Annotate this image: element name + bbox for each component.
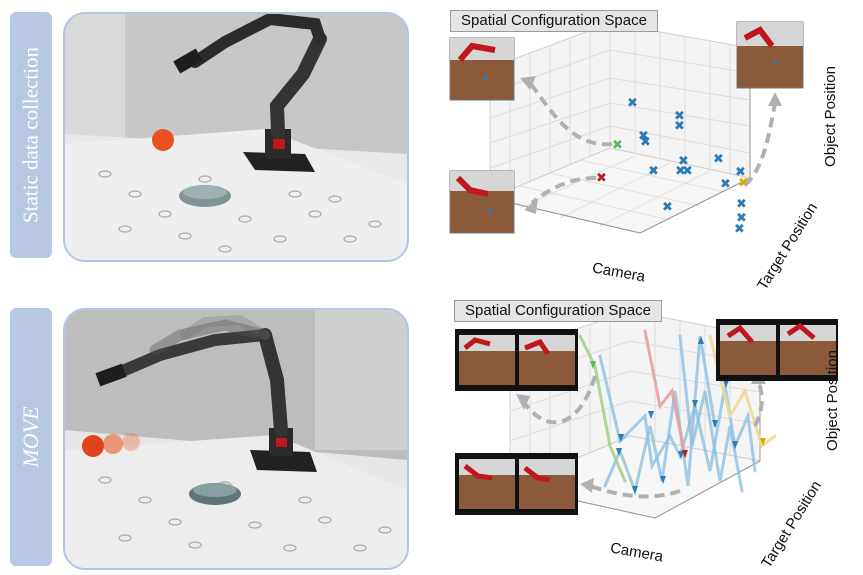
- marker: ✖: [612, 138, 623, 153]
- marker: ✖: [627, 96, 638, 111]
- marker: ✖: [734, 222, 745, 237]
- marker: ✖: [662, 200, 673, 215]
- row-label-static-text: Static data collection: [19, 47, 44, 223]
- marker: ✖: [720, 177, 731, 192]
- marker: ✖: [640, 135, 651, 150]
- static-axis-object: Object Position: [822, 66, 839, 167]
- move-film-left-bottom: [455, 453, 578, 515]
- static-robot-photo: [63, 12, 409, 262]
- move-config-plot: Spatial Configuration Space Camera Targe…: [430, 296, 860, 572]
- move-robot-photo: [63, 308, 409, 570]
- marker: ✖: [682, 164, 693, 179]
- marker: ✖: [674, 119, 685, 134]
- move-film-right-top: [716, 319, 838, 381]
- move-axis-object: Object Position: [824, 350, 841, 451]
- row-label-move-text: MOVE: [18, 406, 44, 467]
- marker: ✖: [648, 164, 659, 179]
- marker: ✖: [736, 197, 747, 212]
- row-label-move: MOVE: [10, 308, 52, 566]
- static-thumb-left-bottom: [450, 171, 514, 233]
- marker: ✖: [713, 152, 724, 167]
- row-label-static: Static data collection: [10, 12, 52, 258]
- static-thumb-left-top: [450, 38, 514, 100]
- static-config-plot: ✖✖✖ ✖✖✖ ✖✖✖ ✖✖✖ ✖✖✖ ✖ ✖ ✖ ✖: [420, 8, 858, 290]
- move-film-left-top: [455, 329, 578, 391]
- marker: ✖: [596, 171, 607, 186]
- static-plot-title: Spatial Configuration Space: [450, 10, 658, 32]
- static-thumb-right-top: [737, 22, 803, 88]
- move-plot-title: Spatial Configuration Space: [454, 300, 662, 322]
